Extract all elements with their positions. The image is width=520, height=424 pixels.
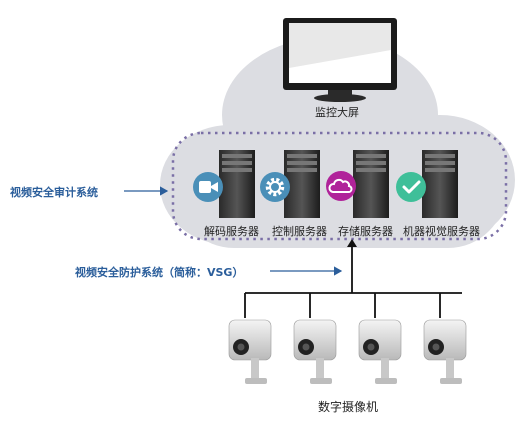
gear-icon: [260, 172, 290, 202]
camera-3: [358, 319, 402, 384]
cloud-icon: [326, 171, 356, 201]
check-icon: [396, 172, 426, 202]
camera-2: [293, 319, 337, 384]
camera-1: [228, 319, 272, 384]
server-label-vision: 机器视觉服务器: [403, 225, 480, 238]
connection-lines: [244, 246, 462, 318]
audit-system-label: 视频安全审计系统: [10, 186, 98, 199]
server-label-decoding: 解码服务器: [204, 225, 259, 238]
decoding-server: [219, 150, 255, 218]
video-camera-icon: [193, 172, 223, 202]
server-label-storage: 存储服务器: [338, 225, 393, 238]
monitor-icon: [283, 18, 397, 102]
camera-label: 数字摄像机: [318, 400, 379, 414]
server-label-control: 控制服务器: [272, 225, 327, 238]
protection-system-label: 视频安全防护系统（简称：VSG）: [75, 266, 244, 279]
camera-4: [423, 319, 467, 384]
storage-server: [353, 150, 389, 218]
monitor-label: 监控大屏: [315, 106, 359, 119]
vision-server: [422, 150, 458, 218]
server-group-box: [171, 131, 508, 241]
control-server: [284, 150, 320, 218]
up-arrowhead: [347, 239, 357, 247]
